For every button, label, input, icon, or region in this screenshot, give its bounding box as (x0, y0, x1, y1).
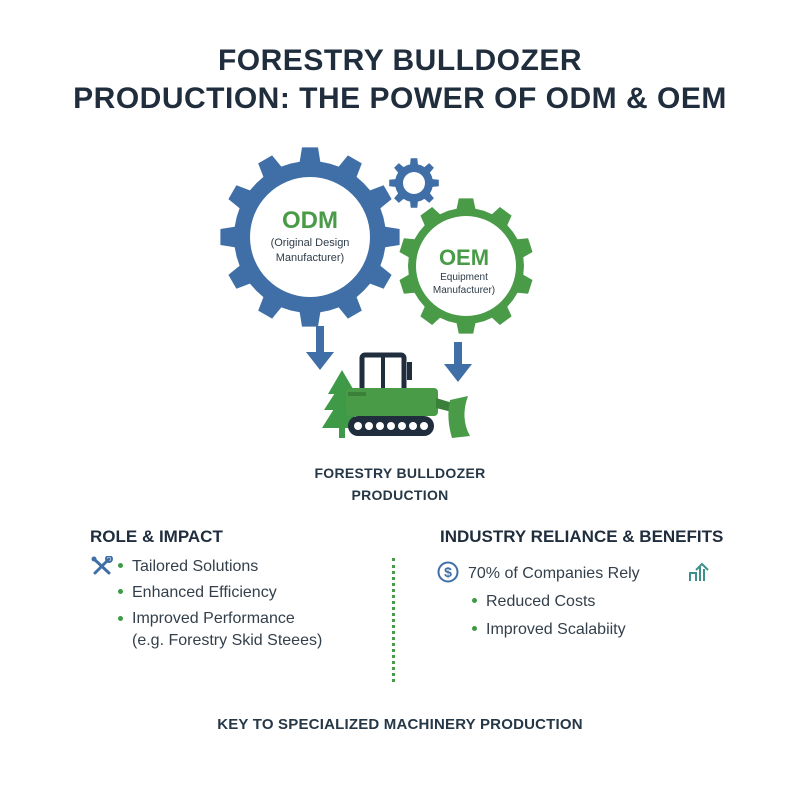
arrow-down-icon (306, 326, 334, 370)
odm-label: ODM (282, 207, 338, 234)
bullet (472, 597, 477, 603)
odm-gear-icon (220, 147, 400, 327)
small-gear-icon (389, 158, 439, 208)
track-wheel (398, 422, 406, 430)
oem-gear-icon (399, 198, 533, 334)
role-impact-heading: ROLE & IMPACT (90, 527, 223, 546)
odm-description-line-2: Manufacturer) (276, 252, 344, 264)
page-title-line-2: PRODUCTION: THE POWER OF ODM & OEM (73, 82, 727, 115)
list-item: Tailored Solutions (118, 554, 322, 580)
growth-arrow-icon (689, 562, 709, 581)
list-item: Reduced Costs (468, 588, 640, 616)
list-item: Enhanced Efficiency (118, 580, 322, 606)
bullet (472, 625, 477, 631)
list-item-text: Improved Performance (132, 610, 295, 627)
track-wheel (387, 422, 395, 430)
industry-reliance-heading: INDUSTRY RELIANCE & BENEFITS (440, 527, 724, 546)
bullet (118, 562, 123, 568)
oem-description-line-1: Equipment (440, 272, 488, 283)
bulldozer-icon (346, 352, 470, 438)
page-title-line-1: FORESTRY BULLDOZER (217, 44, 582, 77)
arrow-down-icon (444, 342, 472, 382)
track-wheel (420, 422, 428, 430)
industry-reliance-list: 70% of Companies Rely Reduced Costs Impr… (468, 560, 640, 644)
production-diagram: ODM (Original Design Manufacturer) OEM E… (220, 147, 533, 438)
section-divider (392, 558, 395, 682)
footer-caption: KEY TO SPECIALIZED MACHINERY PRODUCTION (217, 716, 583, 733)
bullet (118, 616, 123, 621)
list-item-text: Tailored Solutions (132, 558, 259, 575)
bullet (118, 588, 123, 594)
list-item-text: Improved Scalabiity (486, 621, 626, 638)
list-item: Improved Performance (e.g. Forestry Skid … (118, 606, 322, 652)
oem-description-line-2: Manufacturer) (433, 285, 495, 296)
odm-description-line-1: (Original Design (271, 237, 350, 249)
dollar-icon: $ (437, 561, 459, 583)
track-wheel (409, 422, 417, 430)
oem-label: OEM (439, 245, 489, 270)
role-impact-list: Tailored Solutions Enhanced Efficiency I… (118, 554, 322, 652)
list-item-text: Reduced Costs (486, 593, 596, 610)
svg-text:$: $ (444, 564, 452, 580)
tools-icon (91, 556, 113, 575)
center-caption-line-1: FORESTRY BULLDOZER (314, 465, 486, 481)
list-item-text-group: Improved Performance (e.g. Forestry Skid … (132, 608, 322, 652)
center-caption: FORESTRY BULLDOZER PRODUCTION (0, 462, 800, 506)
track-wheel (376, 422, 384, 430)
track-wheel (365, 422, 373, 430)
center-caption-line-2: PRODUCTION (351, 487, 449, 503)
track-wheel (354, 422, 362, 430)
page-title: FORESTRY BULLDOZER PRODUCTION: THE POWER… (0, 42, 800, 118)
list-item-text: Enhanced Efficiency (132, 584, 277, 601)
list-item: 70% of Companies Rely (468, 560, 640, 588)
list-item-text: (e.g. Forestry Skid Steees) (132, 632, 323, 649)
list-item-text: 70% of Companies Rely (468, 565, 640, 582)
list-item: Improved Scalabiity (468, 616, 640, 644)
